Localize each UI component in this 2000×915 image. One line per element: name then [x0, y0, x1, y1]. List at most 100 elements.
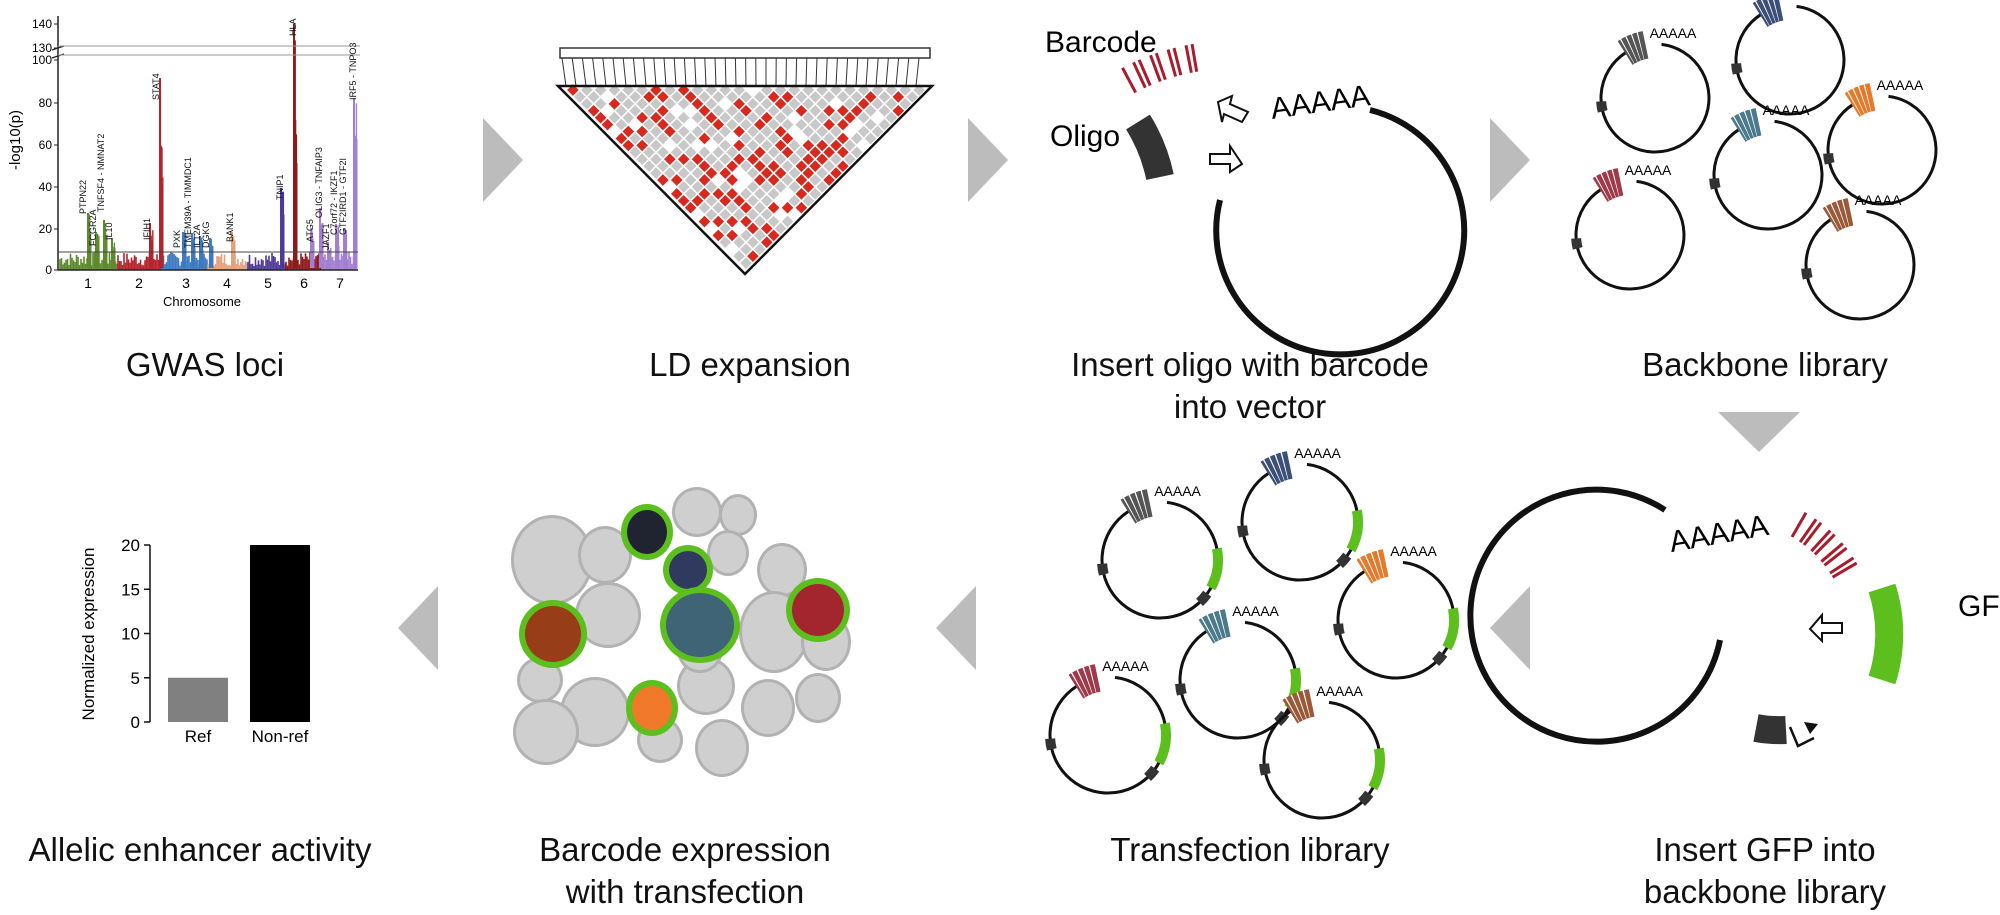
transfected-cell-nucleus — [666, 593, 734, 657]
ld-cell — [830, 111, 842, 124]
gene-label: STAT4 — [151, 73, 161, 100]
plasmid-ring — [1574, 179, 1686, 291]
ld-cell — [657, 132, 669, 145]
ld-cell — [650, 111, 662, 124]
flow-arrow-left-3 — [398, 586, 438, 670]
ld-cell — [719, 208, 732, 221]
ld-cell — [802, 181, 815, 193]
transfected-cell-nucleus — [632, 686, 672, 730]
ld-cell — [608, 125, 621, 138]
ld-cell — [747, 222, 759, 235]
barcode-stripe — [1143, 489, 1153, 518]
caption-allelic-activity: Allelic enhancer activity — [0, 829, 400, 871]
flow-arrow-right-1 — [483, 118, 523, 202]
ld-cell — [816, 139, 828, 152]
ld-cell — [705, 181, 718, 193]
snp-link — [724, 57, 727, 87]
snp-link — [815, 57, 818, 87]
ld-cell — [809, 132, 822, 145]
ld-cell — [670, 160, 683, 172]
plasmid-ring — [1100, 500, 1220, 620]
ld-cell — [643, 160, 655, 172]
ld-cell — [691, 153, 704, 166]
ld-cell — [726, 229, 738, 242]
bar-ref — [168, 677, 228, 722]
ld-cell — [754, 118, 766, 131]
ld-cell — [747, 125, 759, 138]
ld-cell — [587, 104, 600, 117]
ld-cell — [698, 174, 711, 186]
ld-cell — [774, 153, 787, 166]
gene-label: PTPN22 — [78, 180, 88, 214]
gene-label: TMEM39A - TIMMDC1 — [183, 157, 193, 248]
barcode-stripe — [1741, 111, 1755, 139]
plasmid-ring — [1804, 209, 1916, 321]
manhattan-plot: 0 20 40 60 80 100 130 140 -log10(p) 1 2 … — [7, 16, 360, 309]
barcode-stripe — [1362, 555, 1378, 582]
barcode-stripe — [1617, 39, 1636, 65]
ld-cell — [615, 104, 628, 117]
barcode-stripe — [1757, 0, 1774, 26]
ld-cell — [767, 91, 780, 103]
barcode-stripe — [1132, 61, 1147, 89]
oligo-segment — [1709, 177, 1721, 190]
snp-link — [875, 57, 879, 87]
barcode-stripe — [1126, 495, 1142, 522]
plasmid-ring — [1178, 620, 1298, 740]
polya-label: AAAAA — [1232, 603, 1279, 619]
bar-y-tick-label: 5 — [131, 669, 140, 688]
ld-cell — [795, 104, 808, 117]
ld-cell — [726, 118, 738, 131]
ld-cell — [788, 181, 801, 193]
ld-cell — [816, 153, 828, 166]
ld-cell — [795, 160, 808, 172]
ld-cell — [774, 222, 787, 235]
ld-cell — [698, 132, 711, 145]
ld-cell — [719, 139, 732, 152]
ld-cell — [733, 98, 745, 110]
snp-link — [915, 57, 920, 87]
ld-cell — [850, 132, 863, 145]
snp-link — [602, 57, 607, 87]
ld-cell — [740, 91, 752, 103]
ld-cell — [802, 139, 815, 152]
chromosome-labels: 1 2 3 4 5 6 7 — [84, 275, 344, 291]
ld-cell — [740, 160, 752, 172]
caption-line: LD expansion — [649, 346, 851, 383]
ld-cell — [774, 194, 787, 207]
y-tick-20: 20 — [39, 222, 53, 236]
ld-cell — [670, 132, 683, 145]
ld-cell — [726, 174, 738, 186]
chr-5: 5 — [264, 275, 272, 291]
untransfected-cell — [698, 722, 746, 774]
oligo-segment — [1175, 683, 1187, 696]
ld-cell — [795, 188, 808, 200]
ld-cell — [837, 132, 849, 145]
barcode-stripe — [1179, 46, 1187, 75]
snp-link — [885, 57, 889, 87]
ld-cell — [864, 91, 877, 103]
ld-cell — [670, 118, 683, 131]
caption-insert-gfp: Insert GFP into backbone library — [1600, 829, 1930, 913]
ld-cell — [594, 98, 607, 110]
ld-cell — [767, 201, 780, 214]
vector-backbone — [1213, 107, 1468, 358]
barcode-stripe — [1190, 43, 1199, 73]
ld-cell — [698, 160, 711, 172]
ld-cell — [788, 167, 801, 179]
untransfected-cell — [578, 585, 638, 645]
ld-cell — [837, 160, 849, 172]
ld-cell — [781, 215, 794, 228]
polya-label: AAAAA — [1390, 543, 1437, 559]
barcode-label: Barcode — [1045, 26, 1157, 59]
oligo-segment — [1571, 237, 1583, 250]
ld-cell — [747, 139, 759, 152]
ld-cell — [629, 146, 642, 159]
ld-cell — [691, 111, 704, 124]
oligo-segment — [1259, 763, 1271, 776]
oligo-label: Oligo — [1050, 120, 1120, 153]
oligo-segment — [1097, 563, 1109, 576]
ld-cell — [636, 139, 648, 152]
ld-cell — [747, 181, 759, 193]
promoter-arrow — [1788, 726, 1815, 748]
